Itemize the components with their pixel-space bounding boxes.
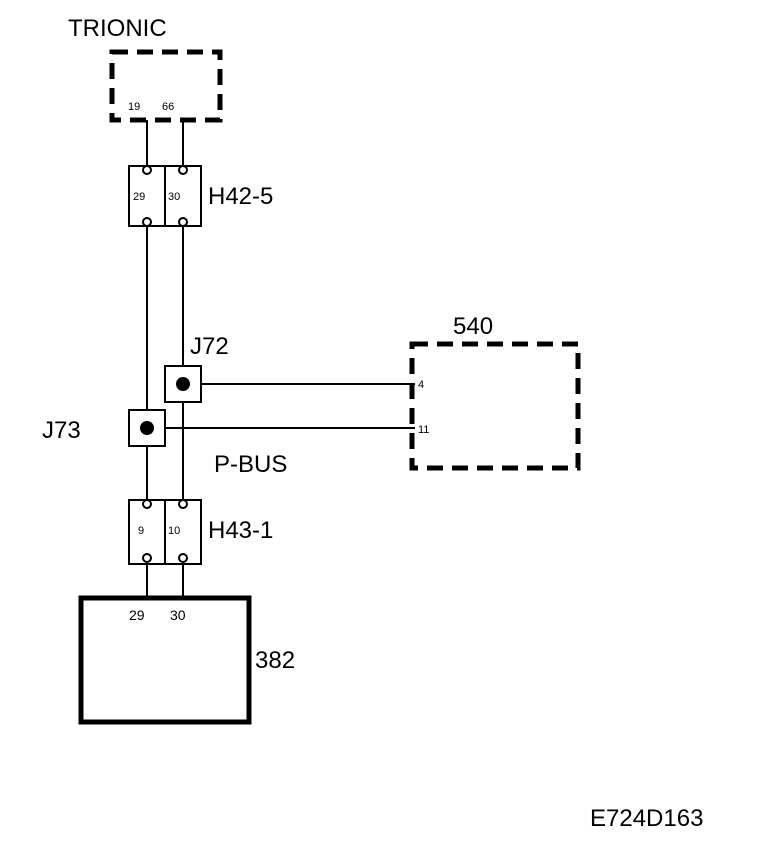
diagram-code: E724D163 [590, 805, 703, 832]
m540-pin-4: 4 [418, 379, 424, 391]
trionic-label: TRIONIC [68, 15, 167, 42]
trionic-module: TRIONIC 19 66 [68, 15, 223, 123]
m382-pin-30: 30 [170, 607, 186, 623]
j73-label: J73 [42, 417, 81, 444]
m382-pin-29: 29 [129, 607, 145, 623]
h43-label: H43-1 [208, 517, 273, 544]
j72-label: J72 [190, 333, 229, 360]
m540-pin-11: 11 [418, 424, 429, 436]
splice-j73: J73 [42, 409, 166, 447]
m540-label: 540 [453, 313, 493, 340]
module-382: 29 30 382 [78, 595, 295, 725]
h43-pin-9: 9 [138, 525, 144, 537]
h42-label: H42-5 [208, 183, 273, 210]
h43-pin-10: 10 [168, 525, 180, 537]
trionic-pin-19: 19 [128, 101, 140, 113]
connector-h43-1: 9 10 H43-1 [128, 499, 273, 565]
h42-pin-30: 30 [168, 191, 180, 203]
h42-pin-29: 29 [133, 191, 145, 203]
module-540: 540 4 11 [409, 313, 581, 471]
m382-label: 382 [255, 647, 295, 674]
trionic-pin-66: 66 [162, 101, 174, 113]
p-bus-label: P-BUS [214, 451, 287, 478]
connector-h42-5: 29 30 H42-5 [128, 165, 273, 227]
splice-j72: J72 [164, 333, 229, 403]
